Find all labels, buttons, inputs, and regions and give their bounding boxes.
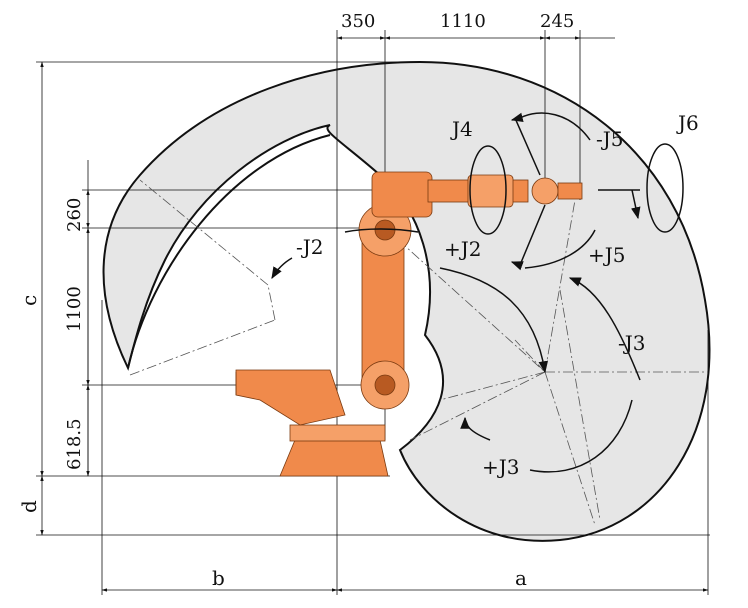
dim-left-3: 618.5 [64, 418, 85, 470]
dim-top-1: 350 [341, 11, 375, 32]
j3-pos-arrow [529, 399, 633, 473]
working-envelope [102, 60, 711, 542]
j5-pos-arrow [524, 229, 596, 269]
j6-rotation-ellipse [646, 143, 684, 233]
label-j6: J6 [676, 111, 699, 135]
dim-a: a [515, 566, 527, 590]
construction-lines [129, 179, 708, 526]
j5-neg-arrow [519, 112, 591, 141]
robot-body [235, 171, 583, 477]
robot-upper-arm [371, 171, 433, 218]
dim-left-1: 260 [64, 198, 85, 232]
label-j4: J4 [450, 117, 473, 141]
j2-pos-arrow [439, 267, 549, 374]
robot-counterweight [235, 369, 346, 426]
robot-base [279, 439, 389, 477]
dim-d: d [17, 500, 41, 513]
label-j3-pos: +J3 [482, 455, 520, 479]
dim-left-2: 1100 [64, 286, 85, 332]
robot-turntable [289, 424, 386, 442]
label-j2-pos: +J2 [444, 237, 482, 261]
robot-flange [557, 182, 583, 200]
j4-rotation-ellipse [469, 145, 507, 235]
envelope-inner-boundary [127, 134, 331, 369]
left-dimension-lines [36, 61, 710, 536]
label-j2-neg: -J2 [296, 235, 324, 259]
bottom-dimension-lines [101, 300, 709, 595]
motion-arrows [271, 112, 684, 473]
robot-wrist-joint [531, 177, 559, 205]
label-j3-neg: -J3 [618, 331, 646, 355]
label-j5-pos: +J5 [588, 243, 626, 267]
j2-neg-arrow [271, 257, 293, 280]
label-j5-neg: -J5 [596, 127, 624, 151]
dim-top-2: 1110 [440, 11, 486, 32]
j3-neg-arrow [568, 277, 641, 381]
dim-b: b [212, 566, 225, 590]
dim-top-3: 245 [540, 11, 574, 32]
dim-c: c [17, 295, 41, 306]
